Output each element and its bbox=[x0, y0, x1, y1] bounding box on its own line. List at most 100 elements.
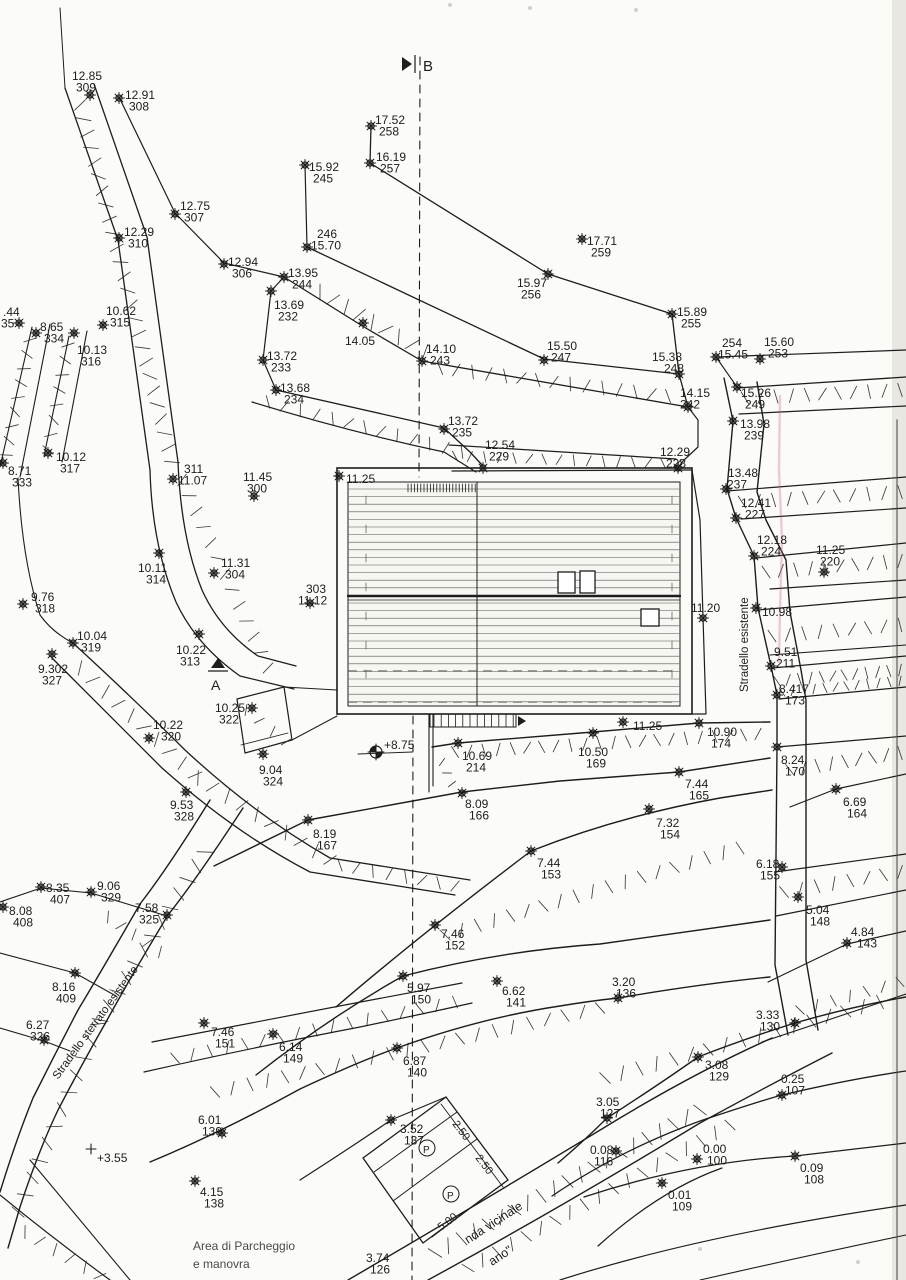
point-number-label: 306 bbox=[232, 267, 252, 281]
survey-star-icon bbox=[302, 242, 312, 252]
scan-artifact-pink bbox=[777, 394, 784, 664]
survey-star-icon bbox=[618, 717, 628, 727]
point-number-label: 258 bbox=[379, 125, 399, 139]
hatch-stroke bbox=[134, 346, 151, 350]
point-elevation-label: 17.52 bbox=[375, 113, 405, 127]
hatch-stroke bbox=[579, 1198, 590, 1211]
point-number-label: 325 bbox=[139, 913, 159, 927]
survey-star-icon bbox=[190, 1176, 200, 1186]
roof-opening bbox=[579, 570, 596, 594]
survey-star-icon bbox=[492, 976, 502, 986]
hatch-stroke bbox=[773, 675, 781, 687]
hatch-stroke bbox=[88, 157, 102, 167]
hatch-stroke bbox=[156, 431, 173, 436]
hatch-stroke bbox=[544, 1012, 551, 1027]
survey-star-icon bbox=[693, 1155, 701, 1163]
survey-star-icon bbox=[392, 1043, 402, 1053]
survey-star-icon bbox=[47, 649, 57, 659]
point-number-label: 211 bbox=[776, 657, 795, 671]
hatch-stroke bbox=[636, 1167, 649, 1178]
hatch-stroke bbox=[789, 388, 794, 403]
point-elevation-label: 12.29 bbox=[124, 225, 154, 239]
hatch-stroke bbox=[817, 624, 823, 640]
hatch-stroke bbox=[849, 488, 857, 502]
hatch-band bbox=[461, 1119, 736, 1273]
hatch-stroke bbox=[579, 1004, 586, 1019]
survey-star-icon bbox=[86, 91, 94, 99]
point-number-label: 334 bbox=[44, 332, 64, 346]
parking-p-circle bbox=[418, 1139, 436, 1157]
hatch-stroke bbox=[714, 1125, 717, 1141]
survey-star-icon bbox=[169, 475, 177, 483]
point-elevation-label: 311 bbox=[184, 462, 203, 476]
survey-star-icon bbox=[458, 789, 466, 797]
hatch-stroke bbox=[139, 357, 154, 367]
survey-star-icon bbox=[144, 733, 154, 743]
corner-road bbox=[0, 1194, 111, 1280]
hatch-stroke bbox=[265, 395, 271, 409]
band-229-upper bbox=[448, 444, 677, 460]
hatch-stroke bbox=[767, 629, 777, 643]
survey-star-icon bbox=[417, 356, 427, 366]
point-elevation-label: 15.50 bbox=[547, 339, 577, 353]
hatch-stroke bbox=[85, 676, 101, 684]
ramp-link-b bbox=[291, 715, 338, 741]
hatch-stroke bbox=[578, 1166, 583, 1183]
point-number-label: 242 bbox=[680, 398, 700, 412]
point-elevation-label: 8.09 bbox=[465, 797, 489, 811]
hatch-stroke bbox=[572, 889, 580, 904]
hatch-stroke bbox=[538, 900, 549, 912]
hatch-stroke bbox=[53, 386, 66, 394]
survey-star-icon bbox=[115, 234, 123, 242]
hatch-stroke bbox=[161, 905, 179, 911]
point-number-label: 235 bbox=[452, 426, 472, 440]
hatch-stroke bbox=[406, 1042, 409, 1058]
hatch-stroke bbox=[460, 445, 464, 459]
plan-text-label: e manovra bbox=[193, 1257, 250, 1271]
survey-star-icon bbox=[790, 1018, 800, 1028]
contour-139-136 bbox=[149, 976, 771, 1163]
hatch-stroke bbox=[832, 489, 841, 503]
terrace-148 bbox=[775, 889, 906, 917]
line-318-319 bbox=[17, 477, 74, 644]
point-elevation-label: 3.52 bbox=[400, 1122, 424, 1136]
hatch-stroke bbox=[724, 1119, 736, 1131]
survey-star-icon bbox=[675, 370, 683, 378]
hatch-stroke bbox=[655, 865, 661, 880]
line-layer bbox=[0, 7, 906, 1280]
survey-star-icon bbox=[399, 972, 407, 980]
hatch-stroke bbox=[49, 403, 64, 407]
point-number-label: 130 bbox=[760, 1020, 780, 1034]
point-number-label: 126 bbox=[370, 1263, 390, 1277]
hatch-stroke bbox=[854, 680, 860, 690]
hatch-stroke bbox=[703, 851, 711, 865]
hatch-stroke bbox=[866, 678, 870, 690]
hatch-stroke bbox=[376, 426, 387, 437]
hatch-stroke bbox=[560, 1009, 570, 1022]
hatch-stroke bbox=[312, 1023, 318, 1037]
survey-star-icon bbox=[115, 94, 123, 102]
survey-star-icon bbox=[578, 235, 586, 243]
point-elevation-label: 9.51 bbox=[774, 645, 798, 659]
hatch-stroke bbox=[829, 756, 833, 771]
hatch-stroke bbox=[697, 730, 703, 745]
point-elevation-label: 9.53 bbox=[170, 798, 194, 812]
survey-star-icon bbox=[614, 994, 622, 1002]
hatch-stroke bbox=[352, 862, 361, 874]
point-elevation-label: 4.15 bbox=[200, 1185, 224, 1199]
survey-star-icon bbox=[154, 548, 164, 558]
hatch-stroke bbox=[818, 671, 825, 683]
survey-star-icon bbox=[674, 767, 684, 777]
survey-star-icon bbox=[602, 1113, 612, 1123]
survey-star-icon bbox=[69, 639, 77, 647]
